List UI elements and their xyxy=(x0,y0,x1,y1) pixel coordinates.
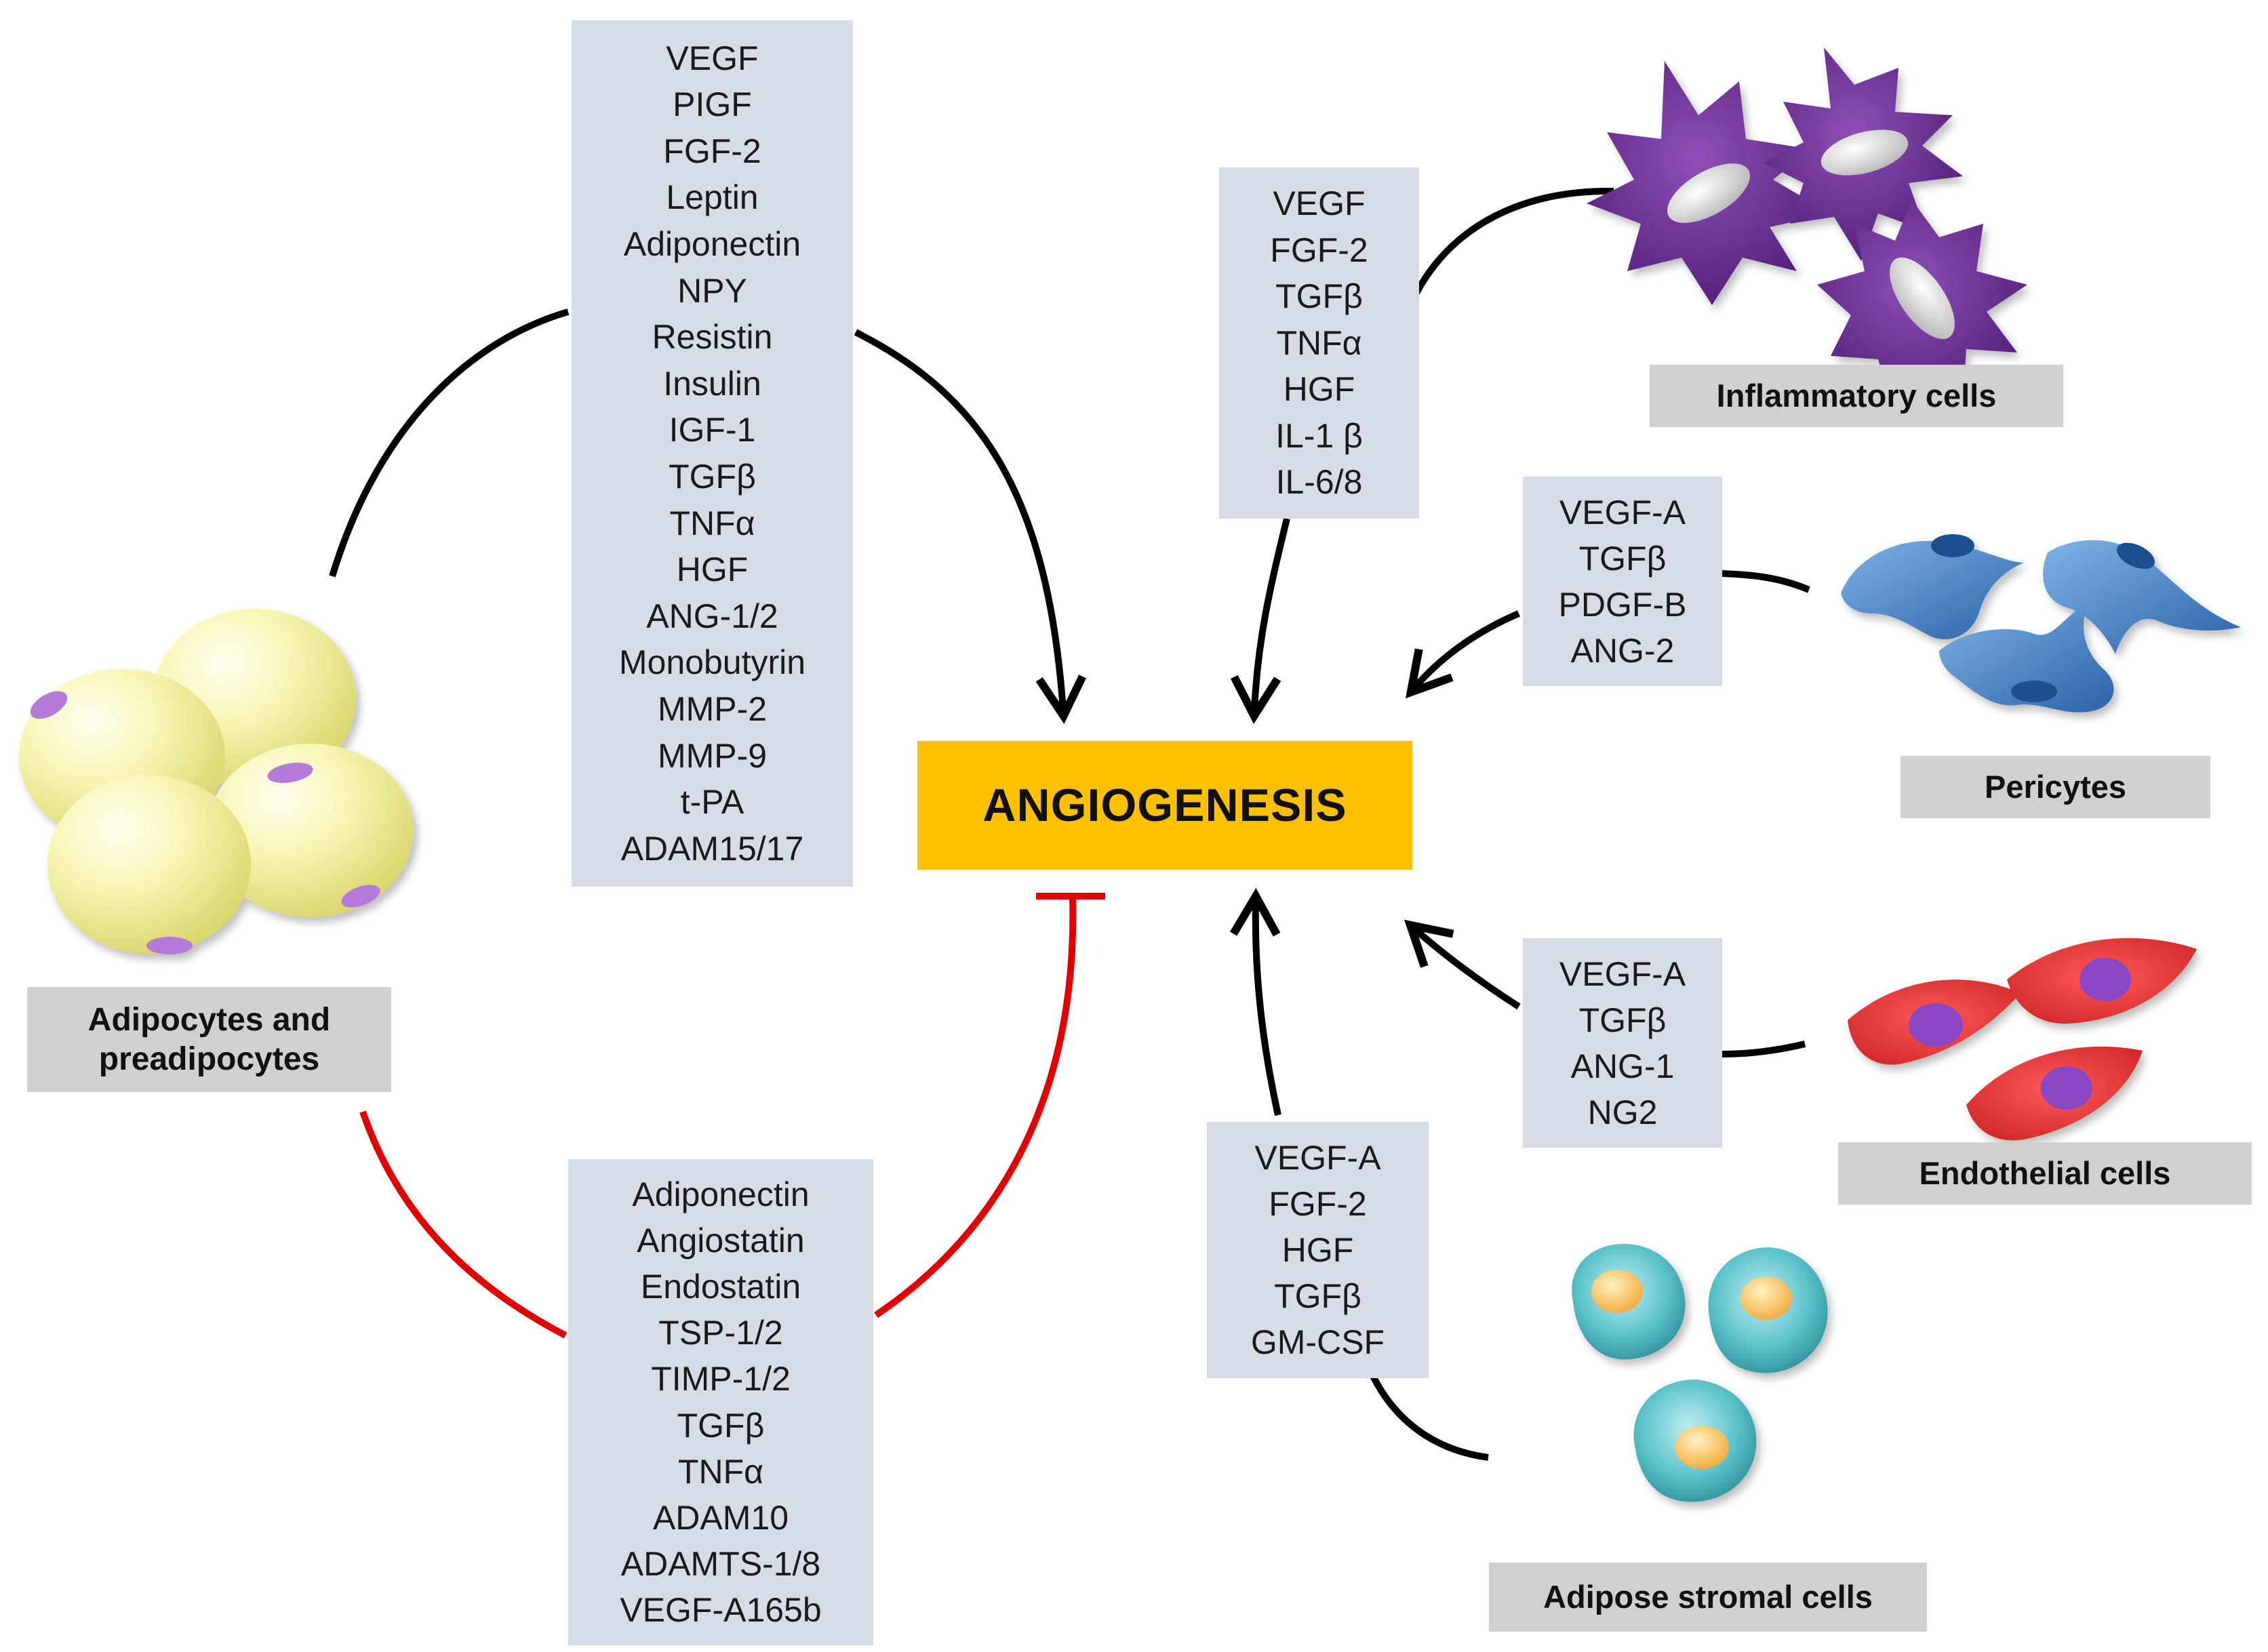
factor-item: TSP-1/2 xyxy=(658,1314,783,1352)
factor-item: VEGF-A165b xyxy=(620,1591,822,1630)
factor-item: Adiponectin xyxy=(623,225,801,264)
stromal-cell-icon xyxy=(1572,1244,1828,1502)
factor-item: HGF xyxy=(1281,1231,1354,1269)
factor-item: TNFα xyxy=(677,1452,764,1491)
factor-item: VEGF xyxy=(666,39,759,77)
factor-item: TGFβ xyxy=(1275,277,1363,316)
adipocytes-label: Adipocytes and preadipocytes xyxy=(27,987,391,1092)
factor-item: VEGF-A xyxy=(1254,1139,1381,1177)
factor-item: Leptin xyxy=(666,178,759,217)
inflammatory-label-text: Inflammatory cells xyxy=(1716,377,1997,414)
factor-item: TNFα xyxy=(669,504,755,542)
factor-item: Insulin xyxy=(663,364,761,403)
factor-item: NPY xyxy=(677,271,747,310)
angiogenesis-box: ANGIOGENESIS xyxy=(917,741,1412,870)
factor-item: ANG-1/2 xyxy=(646,597,778,635)
factor-item: Monobutyrin xyxy=(618,643,806,682)
factor-item: ANG-1 xyxy=(1570,1047,1675,1085)
factor-item: TGFβ xyxy=(677,1406,765,1445)
inflammatory-cell-icon xyxy=(1587,47,2027,407)
factor-item: GM-CSF xyxy=(1250,1323,1385,1361)
arrow-pericytes-to-box xyxy=(1722,570,1810,593)
factor-item: FGF-2 xyxy=(663,132,761,170)
arrow-pro-box-to-angiogenesis xyxy=(854,329,1086,725)
factor-item: FGF-2 xyxy=(1270,230,1368,269)
pericytes-label: Pericytes xyxy=(1901,756,2210,818)
factor-item: IGF-1 xyxy=(669,411,756,449)
factor-item: NG2 xyxy=(1587,1093,1658,1131)
arrow-endothelial-box-to-angiogenesis xyxy=(1404,919,1521,1010)
factor-item: MMP-9 xyxy=(657,736,768,775)
arrow-pericyte-box-to-angiogenesis xyxy=(1405,610,1520,699)
adipocytes-label-line-2: preadipocytes xyxy=(98,1041,320,1077)
arrow-stromal-to-box xyxy=(1370,1374,1489,1461)
factor-item: PDGF-B xyxy=(1558,585,1687,624)
factor-item: VEGF-A xyxy=(1559,493,1686,531)
endothelial-label: Endothelial cells xyxy=(1838,1142,2252,1205)
factor-item: ANG-2 xyxy=(1570,631,1675,670)
factor-item: TGFβ xyxy=(1274,1277,1361,1315)
factor-item: Adiponectin xyxy=(632,1175,810,1213)
arrow-inflammatory-to-box xyxy=(1410,187,1614,300)
factor-item: PIGF xyxy=(673,85,752,124)
factor-item: IL-6/8 xyxy=(1275,463,1363,502)
factor-item: MMP-2 xyxy=(657,689,768,728)
factor-item: HGF xyxy=(1283,370,1355,409)
factor-item: IL-1 β xyxy=(1275,416,1363,455)
endothelial-cell-icon xyxy=(1848,938,2197,1141)
arrow-stromal-box-to-angiogenesis xyxy=(1229,887,1281,1116)
factor-item: VEGF-A xyxy=(1559,954,1686,993)
factor-item: ADAM15/17 xyxy=(620,829,804,868)
pericyte-icon xyxy=(1841,534,2241,712)
stromal-label: Adipose stromal cells xyxy=(1489,1563,1927,1632)
inflammatory-label: Inflammatory cells xyxy=(1650,365,2063,427)
inhibit-adipocytes-to-anti-box xyxy=(359,1110,568,1339)
factor-item: VEGF xyxy=(1273,184,1366,223)
factor-item: ADAM10 xyxy=(652,1498,789,1537)
inhibit-anti-box-to-angiogenesis xyxy=(874,895,1077,1318)
adipocyte-cluster-icon xyxy=(19,609,414,954)
factor-item: HGF xyxy=(676,550,749,589)
factor-item: ADAMTS-1/8 xyxy=(620,1545,821,1584)
factor-item: t-PA xyxy=(680,783,744,822)
arrow-endothelial-to-box xyxy=(1722,1041,1806,1057)
adipocytes-label-line-1: Adipocytes and xyxy=(87,1001,331,1038)
factor-item: Endostatin xyxy=(640,1267,801,1306)
connector-arrows xyxy=(329,187,1810,1461)
angiogenesis-label: ANGIOGENESIS xyxy=(982,780,1347,831)
endothelial-label-text: Endothelial cells xyxy=(1919,1154,2171,1191)
stromal-label-text: Adipose stromal cells xyxy=(1543,1578,1873,1615)
factor-item: Angiostatin xyxy=(637,1221,805,1260)
arrow-adipocytes-to-pro-box xyxy=(329,308,570,578)
factor-item: TGFβ xyxy=(1578,539,1667,578)
pericytes-label-text: Pericytes xyxy=(1984,768,2127,805)
factor-item: TGFβ xyxy=(669,458,756,496)
factor-item: TGFβ xyxy=(1578,1001,1667,1039)
factor-item: Resistin xyxy=(652,318,773,357)
factor-item: TIMP-1/2 xyxy=(651,1360,791,1398)
factor-item: FGF-2 xyxy=(1269,1185,1367,1223)
arrow-inflammatory-box-to-angiogenesis xyxy=(1230,517,1290,725)
factor-item: TNFα xyxy=(1276,323,1362,362)
